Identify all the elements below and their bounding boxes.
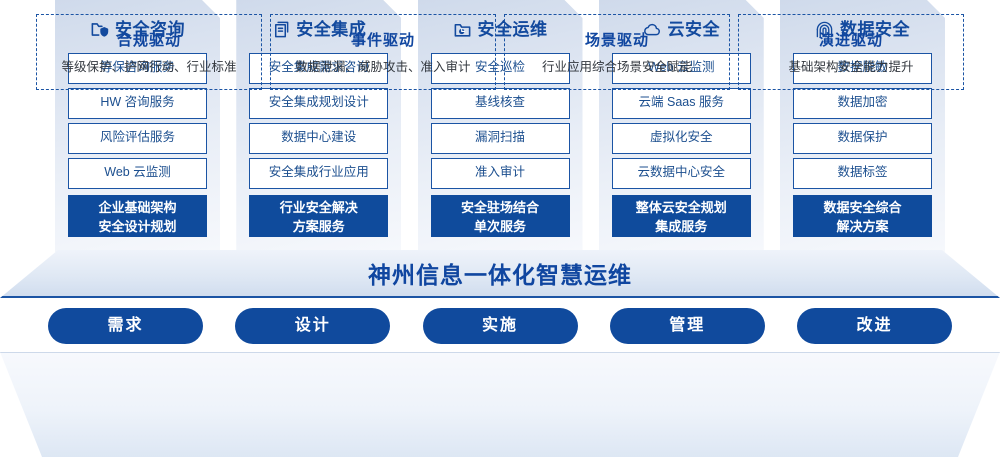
phase-pill-management[interactable]: 管理 xyxy=(609,308,765,344)
pillar-item[interactable]: 安全巡检 xyxy=(431,53,570,84)
pillar-title: 安全咨询 xyxy=(115,19,185,39)
pillar-highlight-line-2: 方案服务 xyxy=(292,219,345,234)
pillar-item[interactable]: 数据保护 xyxy=(793,123,932,154)
pillar-card-security-consulting[interactable]: 安全咨询 等保咨询服务 HW 咨询服务 风险评估服务 Web 云监测 企业基础架… xyxy=(55,0,220,252)
pillar-item[interactable]: 虚拟化安全 xyxy=(612,123,751,154)
phase-pill-improvement[interactable]: 改进 xyxy=(797,308,952,344)
pillar-title: 安全集成 xyxy=(296,19,367,39)
pillar-item[interactable]: 等保咨询服务 xyxy=(68,53,207,84)
pillar-item[interactable]: 数据脱敏 xyxy=(793,53,932,84)
document-stack-icon xyxy=(271,20,290,39)
pillar-highlight-line-1: 整体云安全规划 xyxy=(635,200,727,215)
pillar-item[interactable]: 数据加密 xyxy=(793,88,932,119)
pillar-header: 数据安全 xyxy=(793,10,932,48)
pillar-header: 安全运维 xyxy=(431,10,570,48)
phase-pill-design[interactable]: 设计 xyxy=(235,308,391,344)
pillar-highlight-line-2: 集成服务 xyxy=(655,219,708,234)
pillar-item[interactable]: 风险评估服务 xyxy=(68,123,207,154)
driver-subtitle: 行业应用综合场景安全赋能 xyxy=(541,60,692,74)
phase-pill-row: 需求 设计 实施 管理 改进 xyxy=(0,308,1000,348)
pillar-highlight-item[interactable]: 安全驻场结合 单次服务 xyxy=(431,195,570,237)
folder-chart-icon xyxy=(453,20,472,39)
pillar-highlight-line-2: 解决方案 xyxy=(836,219,889,234)
fingerprint-icon xyxy=(815,20,834,39)
driver-card-compliance[interactable]: 合规驱动 等级保护、护网行动、行业标准 xyxy=(36,14,262,90)
pillar-item[interactable]: 基线核查 xyxy=(431,88,570,119)
driver-card-scenario[interactable]: 场景驱动 行业应用综合场景安全赋能 xyxy=(504,14,730,90)
pillar-highlight-line-2: 单次服务 xyxy=(473,219,526,234)
pillar-item[interactable]: 准入审计 xyxy=(431,158,570,189)
platform-banner-title: 神州信息一体化智慧运维 xyxy=(368,262,632,288)
phase-pill-implementation[interactable]: 实施 xyxy=(422,308,578,344)
pillar-item[interactable]: 数据中心建设 xyxy=(249,123,388,154)
driver-card-evolution[interactable]: 演进驱动 基础架构安全能力提升 xyxy=(738,14,964,90)
pillar-card-security-integration[interactable]: 安全集成 安全集成需求咨询 安全集成规划设计 数据中心建设 安全集成行业应用 行… xyxy=(236,0,401,252)
pillar-highlight-item[interactable]: 数据安全综合 解决方案 xyxy=(793,195,932,237)
drivers-container xyxy=(0,352,1000,457)
pillar-highlight-line-1: 安全驻场结合 xyxy=(460,200,539,215)
driver-card-incident[interactable]: 事件驱动 数据泄漏、威胁攻击、准入审计 xyxy=(270,14,496,90)
pillar-header: 安全咨询 xyxy=(68,10,207,48)
pillar-highlight-item[interactable]: 行业安全解决 方案服务 xyxy=(249,195,388,237)
pillar-item[interactable]: Web 云监测 xyxy=(612,53,751,84)
pillar-highlight-line-2: 安全设计规划 xyxy=(98,219,177,234)
pillar-item[interactable]: Web 云监测 xyxy=(68,158,207,189)
driver-subtitle: 数据泄漏、威胁攻击、准入审计 xyxy=(295,60,471,74)
pillar-item[interactable]: 安全集成规划设计 xyxy=(249,88,388,119)
pillar-item[interactable]: HW 咨询服务 xyxy=(68,88,207,119)
pillar-cards-row: 安全咨询 等保咨询服务 HW 咨询服务 风险评估服务 Web 云监测 企业基础架… xyxy=(0,0,1000,252)
pillar-highlight-item[interactable]: 企业基础架构 安全设计规划 xyxy=(68,195,207,237)
pillar-highlight-item[interactable]: 整体云安全规划 集成服务 xyxy=(612,195,751,237)
pillar-card-cloud-security[interactable]: 云安全 Web 云监测 云端 Saas 服务 虚拟化安全 云数据中心安全 整体云… xyxy=(599,0,764,252)
pillar-title: 数据安全 xyxy=(840,19,910,39)
driver-subtitle: 基础架构安全能力提升 xyxy=(788,60,914,74)
drivers-row: 合规驱动 等级保护、护网行动、行业标准 事件驱动 数据泄漏、威胁攻击、准入审计 … xyxy=(0,0,1000,104)
driver-subtitle: 等级保护、护网行动、行业标准 xyxy=(61,60,237,74)
phase-pill-requirement[interactable]: 需求 xyxy=(48,308,203,344)
platform-banner: 神州信息一体化智慧运维 xyxy=(0,250,1000,298)
pillar-item[interactable]: 漏洞扫描 xyxy=(431,123,570,154)
pillar-highlight-line-1: 行业安全解决 xyxy=(279,200,358,215)
driver-title: 场景驱动 xyxy=(584,32,649,49)
driver-title: 事件驱动 xyxy=(350,32,415,49)
pillar-header: 云安全 xyxy=(612,10,751,48)
pillar-card-security-operations[interactable]: 安全运维 安全巡检 基线核查 漏洞扫描 准入审计 安全驻场结合 单次服务 xyxy=(418,0,583,252)
driver-title: 演进驱动 xyxy=(818,32,883,49)
pillar-item[interactable]: 云数据中心安全 xyxy=(612,158,751,189)
pillar-title: 安全运维 xyxy=(477,19,548,39)
folder-shield-icon xyxy=(90,20,109,39)
pillar-highlight-line-1: 企业基础架构 xyxy=(98,200,177,215)
pillar-title: 云安全 xyxy=(667,19,720,39)
pillar-card-data-security[interactable]: 数据安全 数据脱敏 数据加密 数据保护 数据标签 数据安全综合 解决方案 xyxy=(780,0,945,252)
pillar-highlight-line-1: 数据安全综合 xyxy=(823,200,902,215)
pillar-header: 安全集成 xyxy=(249,10,388,48)
pillar-item[interactable]: 安全集成需求咨询 xyxy=(249,53,388,84)
pillar-item[interactable]: 数据标签 xyxy=(793,158,932,189)
pillar-item[interactable]: 安全集成行业应用 xyxy=(249,158,388,189)
driver-title: 合规驱动 xyxy=(116,32,181,49)
pillar-item[interactable]: 云端 Saas 服务 xyxy=(612,88,751,119)
cloud-icon xyxy=(643,20,662,39)
